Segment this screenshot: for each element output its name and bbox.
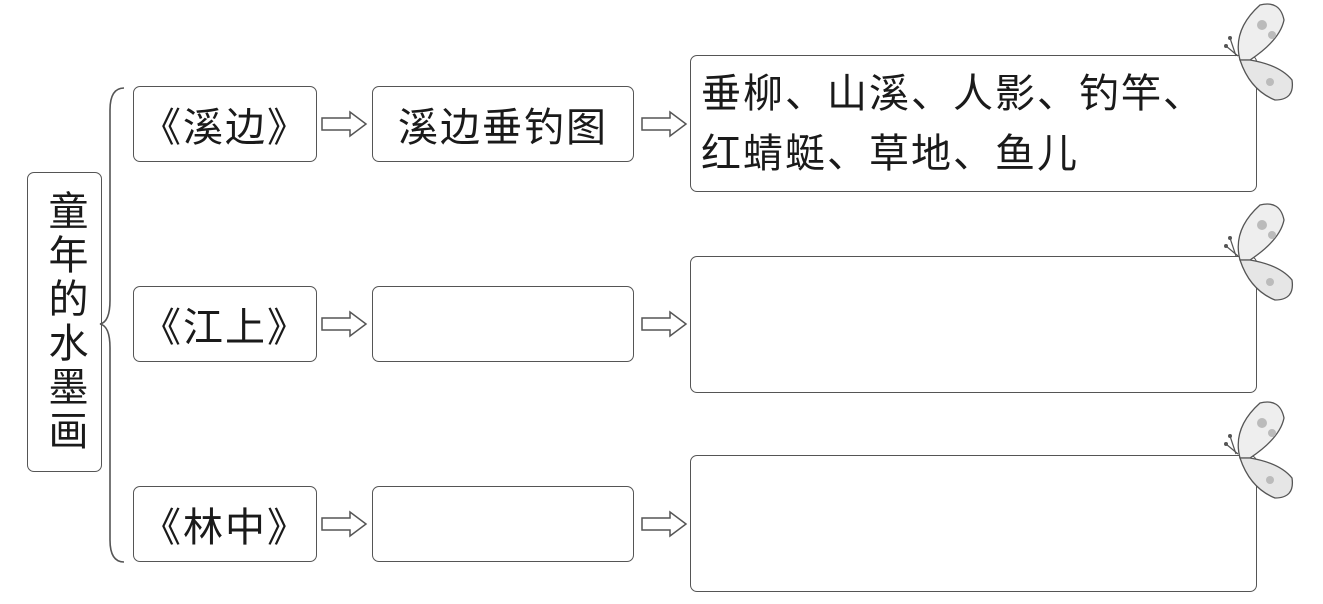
- scene-box: 溪边垂钓图: [372, 86, 634, 162]
- poem-title: 《江上》: [141, 305, 309, 351]
- butterfly-icon: [1223, 401, 1294, 499]
- hollow-arrow-icon: [321, 510, 368, 538]
- hollow-arrow-icon: [641, 310, 688, 338]
- hollow-arrow-icon: [321, 110, 368, 138]
- elements-text: 垂柳、山溪、人影、钓竿、 红蜻蜓、草地、鱼儿: [701, 71, 1205, 177]
- butterfly-icon: [1223, 203, 1294, 301]
- poem-title-box: 《林中》: [133, 486, 317, 562]
- hollow-arrow-icon: [321, 310, 368, 338]
- elements-box-blank[interactable]: [690, 256, 1257, 393]
- poem-title-box: 《溪边》: [133, 86, 317, 162]
- poem-title: 《林中》: [141, 505, 309, 551]
- butterfly-icon: [1223, 3, 1294, 101]
- poem-title-box: 《江上》: [133, 286, 317, 362]
- scene-box-blank[interactable]: [372, 286, 634, 362]
- scene-label: 溪边垂钓图: [398, 105, 608, 151]
- elements-box: 垂柳、山溪、人影、钓竿、 红蜻蜓、草地、鱼儿: [690, 55, 1257, 192]
- scene-box-blank[interactable]: [372, 486, 634, 562]
- hollow-arrow-icon: [641, 510, 688, 538]
- root-topic-box: 童年的水墨画: [27, 172, 102, 472]
- root-topic-label: 童年的水墨画: [41, 190, 88, 454]
- hollow-arrow-icon: [641, 110, 688, 138]
- curly-brace: [99, 87, 125, 563]
- poem-title: 《溪边》: [141, 105, 309, 151]
- elements-box-blank[interactable]: [690, 455, 1257, 592]
